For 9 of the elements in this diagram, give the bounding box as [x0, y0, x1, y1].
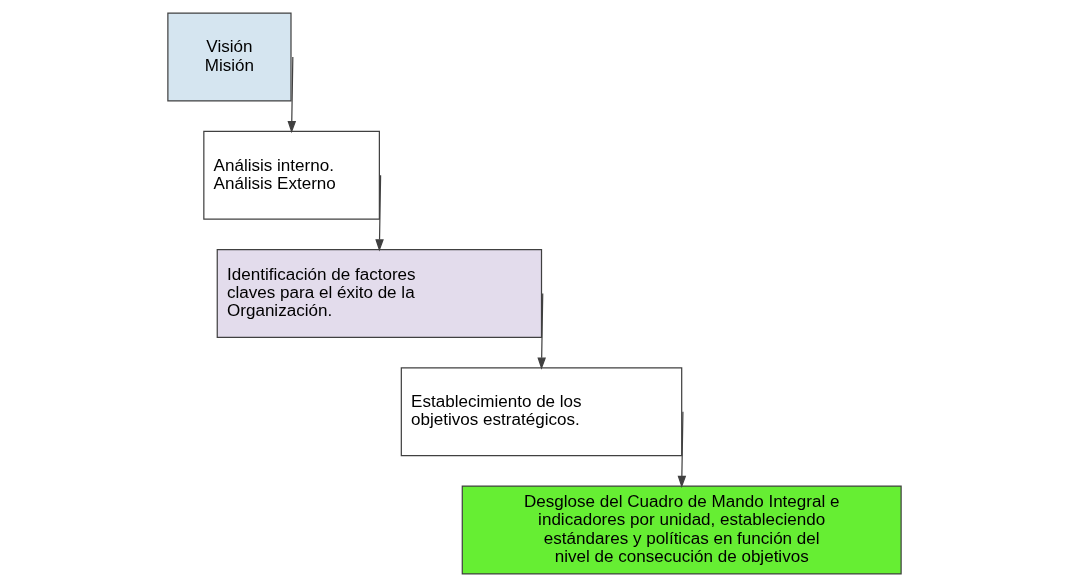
- node-box: Análisis interno. Análisis Externo: [203, 130, 380, 220]
- arrow: [537, 292, 546, 370]
- node-box: Identificación de factores claves para el éxito de la Organización.: [216, 249, 543, 338]
- arrow: [375, 174, 384, 252]
- node-box: Visión Misión: [167, 12, 292, 102]
- arrow: [287, 56, 297, 134]
- node-box: Establecimiento de los objetivos estratégicos.: [400, 367, 683, 457]
- arrow: [677, 411, 687, 488]
- node-box: Desglose del Cuadro de Mando Integral e indicadores por unidad, estableciendo estándares y políticas en función del nivel de consecución de objetivos: [461, 485, 902, 575]
